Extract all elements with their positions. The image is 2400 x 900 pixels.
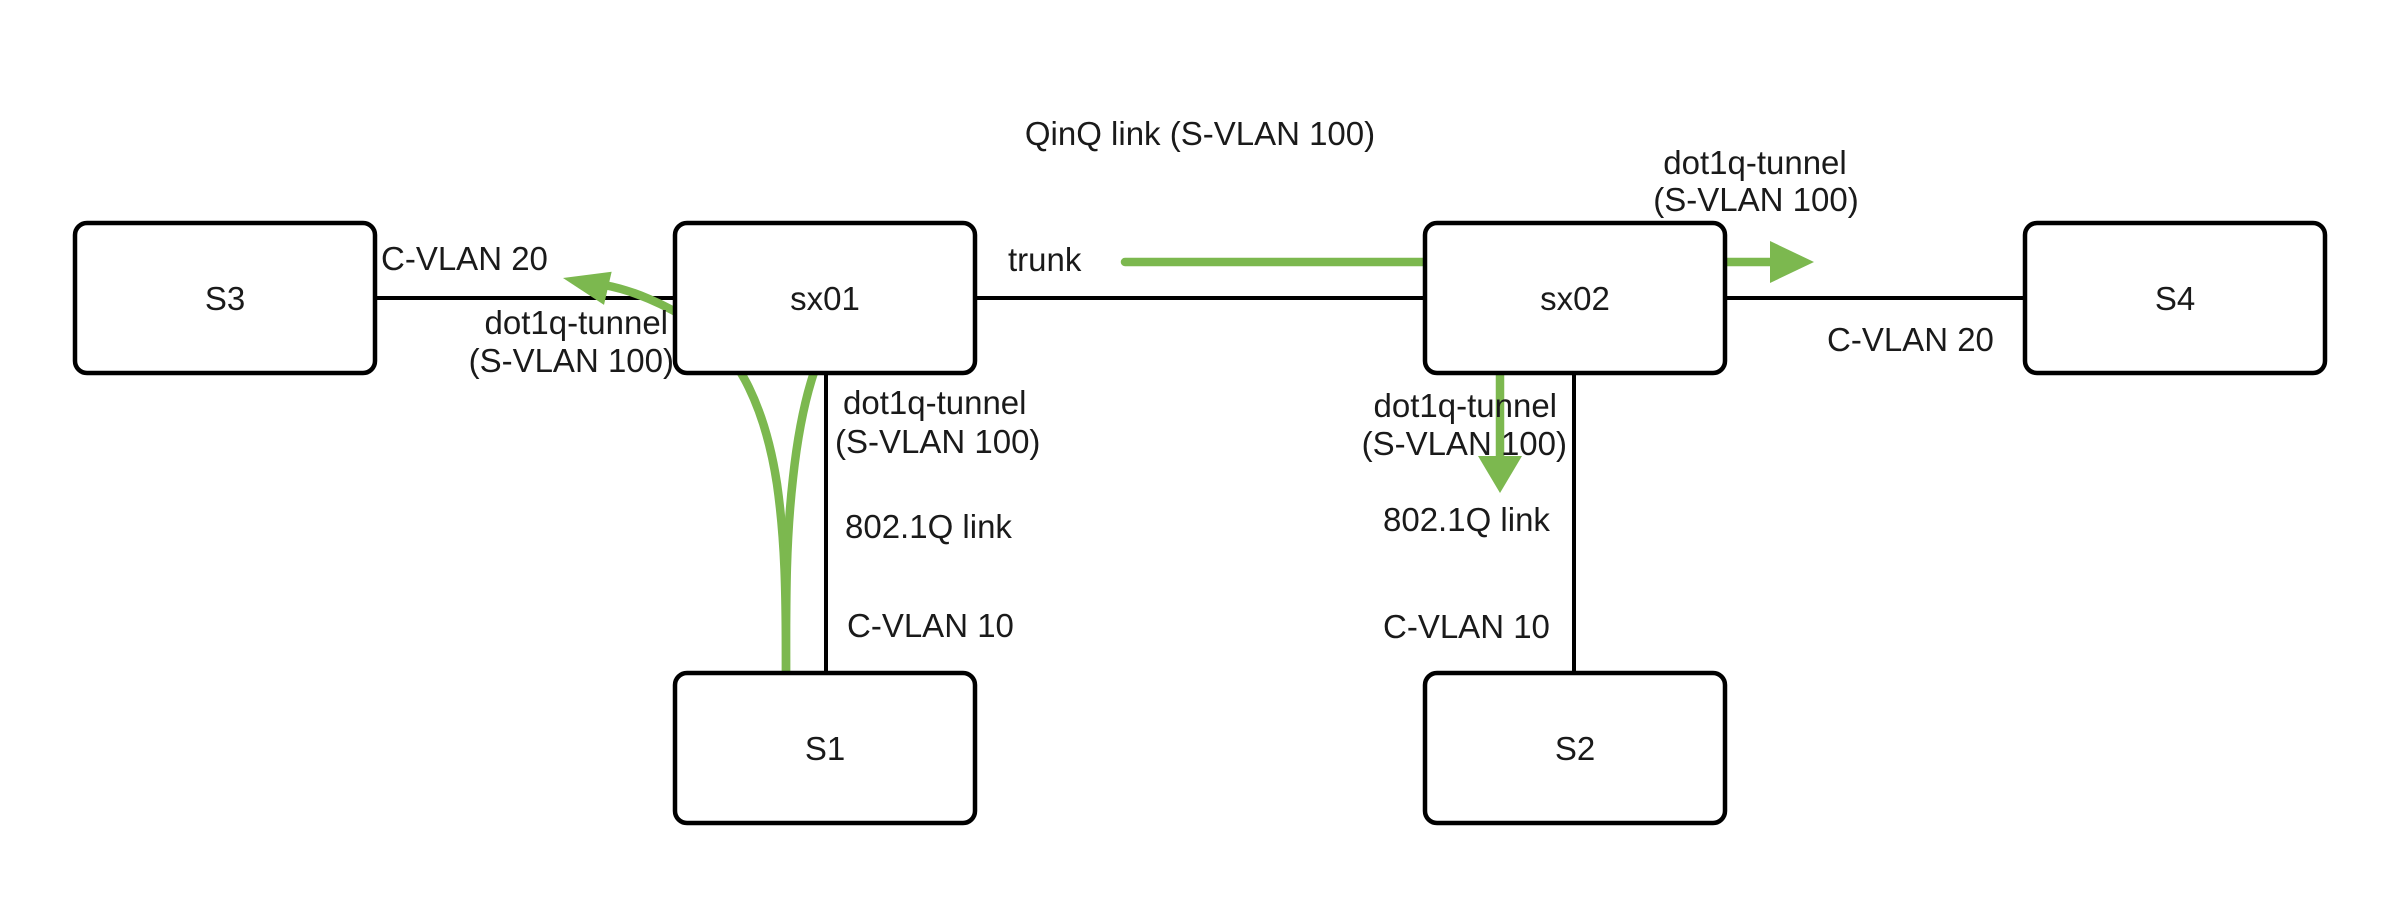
label-sx01-left-tunnel-line2: (S-VLAN 100) bbox=[469, 342, 674, 379]
label-sx02-right-tunnel-line1: dot1q-tunnel bbox=[1663, 144, 1846, 181]
label-sx02-s2-linktype: 802.1Q link bbox=[1383, 501, 1550, 538]
label-qinq-link-title: QinQ link (S-VLAN 100) bbox=[1025, 115, 1375, 152]
label-sx01-s1-linktype: 802.1Q link bbox=[845, 508, 1012, 545]
label-s1-cvlan10: C-VLAN 10 bbox=[847, 607, 1014, 644]
node-s1-box bbox=[672, 670, 978, 826]
label-s4-cvlan20: C-VLAN 20 bbox=[1827, 321, 1994, 358]
label-sx02-bottom-tunnel-line2: (S-VLAN 100) bbox=[1362, 425, 1567, 462]
node-s3-box bbox=[72, 220, 378, 376]
node-s4-label: S4 bbox=[2155, 280, 2195, 317]
node-sx02-label: sx02 bbox=[1540, 280, 1610, 317]
label-s3-cvlan20: C-VLAN 20 bbox=[381, 240, 548, 277]
node-s2-label: S2 bbox=[1555, 730, 1595, 767]
node-s2-box bbox=[1422, 670, 1728, 826]
flow-s1-to-s3-arrowhead-icon bbox=[563, 271, 612, 305]
label-sx01-bottom-tunnel-line2: (S-VLAN 100) bbox=[835, 423, 1040, 460]
label-sx01-left-tunnel-line1: dot1q-tunnel bbox=[485, 304, 668, 341]
flow-trunk-arrowhead-icon bbox=[1770, 241, 1814, 283]
label-sx01-bottom-tunnel-line1: dot1q-tunnel bbox=[843, 384, 1026, 421]
node-s3-label: S3 bbox=[205, 280, 245, 317]
node-s4-box bbox=[2022, 220, 2328, 376]
node-sx01-label: sx01 bbox=[790, 280, 860, 317]
label-sx02-bottom-tunnel-line1: dot1q-tunnel bbox=[1374, 387, 1557, 424]
flow-sx02-down-arrowhead-icon bbox=[1478, 456, 1522, 493]
node-sx01-box bbox=[672, 220, 978, 376]
label-s2-cvlan10: C-VLAN 10 bbox=[1383, 608, 1550, 645]
node-sx02-box bbox=[1422, 220, 1728, 376]
label-sx02-right-tunnel-line2: (S-VLAN 100) bbox=[1653, 181, 1858, 218]
node-s1-label: S1 bbox=[805, 730, 845, 767]
label-sx01-trunk-port: trunk bbox=[1008, 241, 1082, 278]
